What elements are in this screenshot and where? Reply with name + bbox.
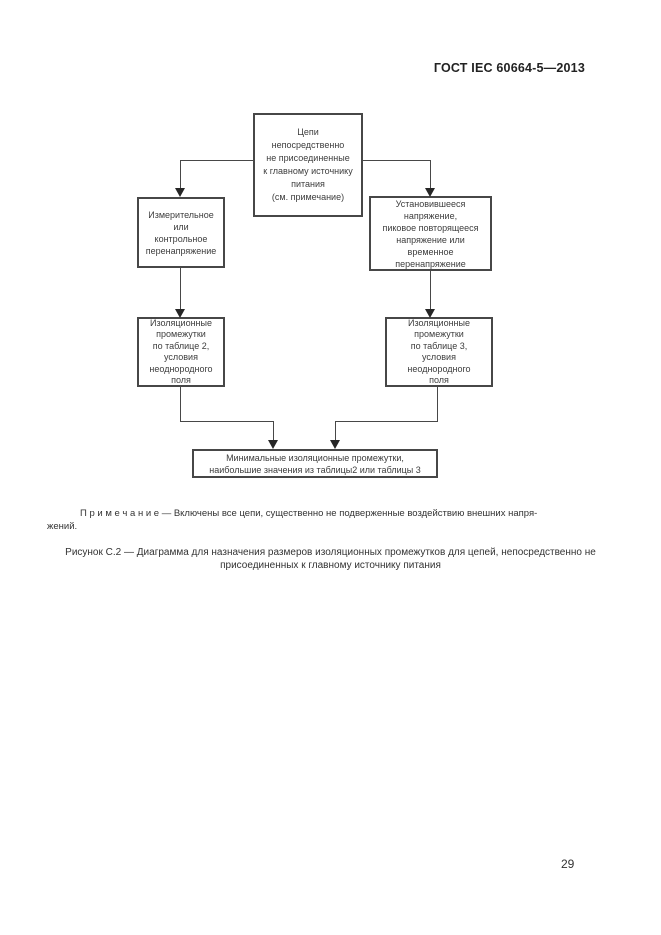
flowchart-box-circuits: Цепи непосредственно не присоединенные к…: [253, 113, 363, 217]
connector-right-to-lowerright: [430, 271, 431, 310]
arrowhead-left-into-bottom-box-icon: [268, 440, 278, 449]
connector-top-to-left-horizontal: [180, 160, 254, 161]
connector-top-to-right-vertical: [430, 160, 431, 190]
connector-top-to-right-horizontal: [363, 160, 430, 161]
arrowhead-right-into-bottom-box-icon: [330, 440, 340, 449]
connector-left-to-lowerleft: [180, 268, 181, 310]
connector-lowerleft-down: [180, 387, 181, 422]
arrowhead-into-lowerright-box-icon: [425, 309, 435, 318]
flowchart-box-measuring-overvoltage: Измерительное или контрольное перенапряж…: [137, 197, 225, 268]
flowchart-box-steady-voltage: Установившееся напряжение, пиковое повто…: [369, 196, 492, 271]
connector-top-to-left-vertical: [180, 160, 181, 190]
page-number: 29: [561, 857, 575, 871]
connector-lowerleft-into-bottom: [273, 421, 274, 443]
note-text: П р и м е ч а н и е — Включены все цепи,…: [47, 508, 538, 532]
connector-lowerleft-horizontal: [180, 421, 274, 422]
connector-lowerright-into-bottom: [335, 421, 336, 443]
arrowhead-into-right-box-icon: [425, 188, 435, 197]
connector-lowerright-down: [437, 387, 438, 422]
document-header: ГОСТ IEC 60664-5—2013: [433, 61, 585, 75]
flowchart-box-minimum-clearances: Минимальные изоляционные промежутки, наи…: [192, 449, 438, 478]
arrowhead-into-left-box-icon: [175, 188, 185, 197]
arrowhead-into-lowerleft-box-icon: [175, 309, 185, 318]
flowchart-box-clearances-table2: Изоляционные промежутки по таблице 2, ус…: [137, 317, 225, 387]
figure-caption: Рисунок С.2 — Диаграмма для назначения р…: [65, 547, 596, 571]
connector-lowerright-horizontal: [335, 421, 438, 422]
flowchart-box-clearances-table3: Изоляционные промежутки по таблице 3, ус…: [385, 317, 493, 387]
